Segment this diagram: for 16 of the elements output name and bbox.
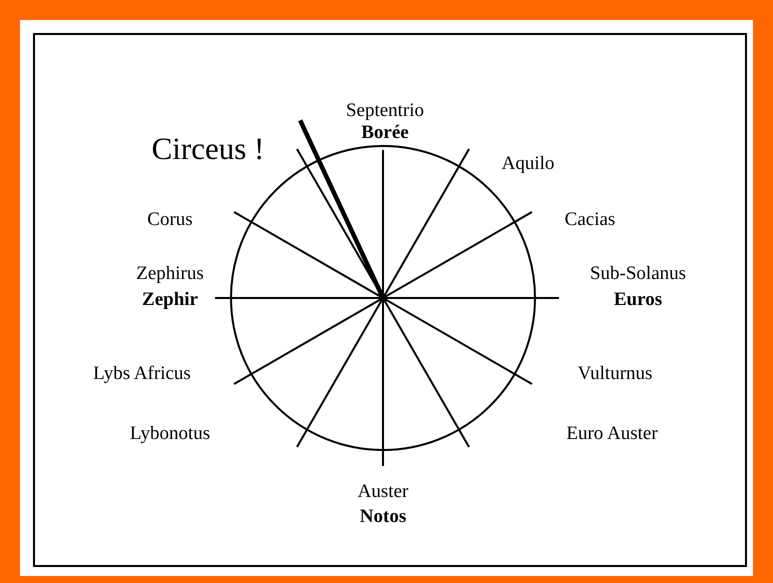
wind-name: Zephirus [136,264,204,285]
wind-name: Euro Auster [566,424,658,445]
greek-wind-name: Euros [614,290,662,311]
greek-wind-name: Notos [360,507,406,528]
wind-name: Aquilo [502,154,554,175]
wind-name: Septentrio [346,101,424,122]
wind-name: Corus [147,210,193,231]
wind-name: Lybs Africus [93,364,191,385]
greek-wind-name: Borée [361,123,409,144]
wind-name: Sub-Solanus [590,264,686,285]
wind-name: Circeus ! [152,132,264,166]
wind-name: Auster [358,482,408,503]
greek-wind-name: Zephir [142,290,198,311]
wind-name: Vulturnus [578,364,652,385]
wind-name: Cacias [564,210,616,231]
wind-name: Lybonotus [130,424,210,445]
